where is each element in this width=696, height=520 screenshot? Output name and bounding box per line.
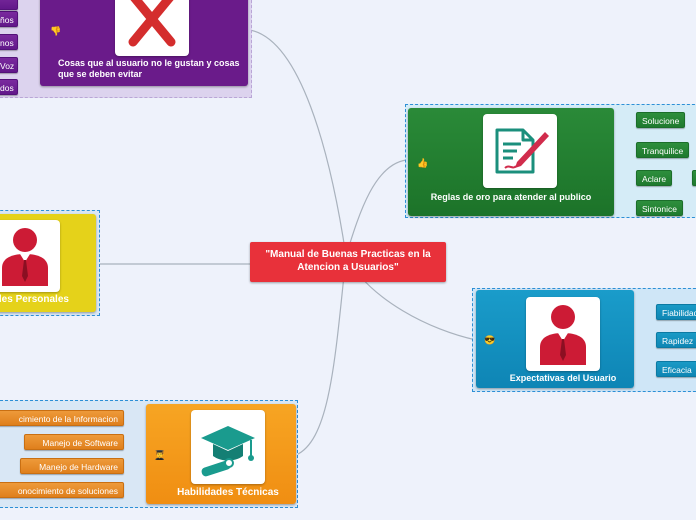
- cosas-item-0[interactable]: [0, 0, 18, 10]
- expectativas-node[interactable]: Expectativas del Usuario: [476, 290, 634, 388]
- cosas-item-2[interactable]: nos: [0, 34, 18, 50]
- expectativas-image: [526, 297, 600, 371]
- expectativas-item-fiabilidad[interactable]: Fiabilidad: [656, 304, 696, 320]
- reglas-node[interactable]: Reglas de oro para atender al publico: [408, 108, 614, 216]
- personales-node[interactable]: ades Personales: [0, 214, 96, 312]
- expectativas-item-rapidez[interactable]: Rapidez: [656, 332, 696, 348]
- connector-reglas: [345, 159, 407, 257]
- thumbs-up-icon: 👍: [417, 158, 429, 168]
- personales-image: [0, 220, 60, 292]
- student-icon: 👨‍🎓: [154, 450, 166, 460]
- cosas-image: [115, 0, 189, 56]
- expectativas-title: Expectativas del Usuario: [509, 373, 617, 383]
- cosas-item-4[interactable]: dos: [0, 79, 18, 95]
- connector-tecnicas: [295, 255, 347, 456]
- tecnicas-item-informacion[interactable]: cimiento de la Informacion: [0, 410, 124, 426]
- thumbs-down-icon: 👎: [50, 26, 62, 36]
- reglas-item-tranquilice[interactable]: Tranquilice: [636, 142, 690, 158]
- central-node[interactable]: "Manual de Buenas Practicas en la Atenci…: [250, 242, 446, 282]
- reglas-item-solucione[interactable]: Solucione: [636, 112, 686, 128]
- tecnicas-item-software[interactable]: Manejo de Software: [24, 434, 124, 450]
- reglas-item-aclare[interactable]: Aclare: [636, 170, 673, 186]
- tecnicas-item-soluciones[interactable]: onocimiento de soluciones: [0, 482, 124, 498]
- reglas-title: Reglas de oro para atender al publico: [430, 192, 592, 202]
- tecnicas-image: [191, 410, 265, 484]
- cosas-item-3[interactable]: Voz: [0, 57, 18, 73]
- connector-cosas: [249, 29, 347, 257]
- reglas-image: [483, 114, 557, 188]
- reglas-item-sintonice[interactable]: Sintonice: [636, 200, 683, 216]
- central-title: "Manual de Buenas Practicas en la Atenci…: [265, 249, 431, 273]
- tecnicas-item-hardware[interactable]: Manejo de Hardware: [20, 458, 124, 474]
- cosas-node[interactable]: Cosas que al usuario no le gustan y cosa…: [40, 0, 248, 86]
- tecnicas-title: Habilidades Técnicas: [177, 487, 279, 498]
- graduation-cap-icon: [201, 426, 255, 477]
- red-x-icon: [128, 0, 176, 47]
- expectativas-item-eficacia[interactable]: Eficacia: [656, 361, 696, 377]
- cool-face-icon: 😎: [484, 335, 496, 345]
- reglas-item-aclare-child[interactable]: [692, 170, 696, 186]
- document-pen-icon: [495, 128, 549, 174]
- tecnicas-node[interactable]: Habilidades Técnicas: [146, 404, 296, 504]
- person-icon: [2, 228, 48, 286]
- cosas-title: Cosas que al usuario no le gustan y cosa…: [58, 58, 240, 80]
- person-icon: [540, 305, 586, 365]
- cosas-item-1[interactable]: ños: [0, 11, 18, 27]
- personales-title: ades Personales: [0, 294, 69, 305]
